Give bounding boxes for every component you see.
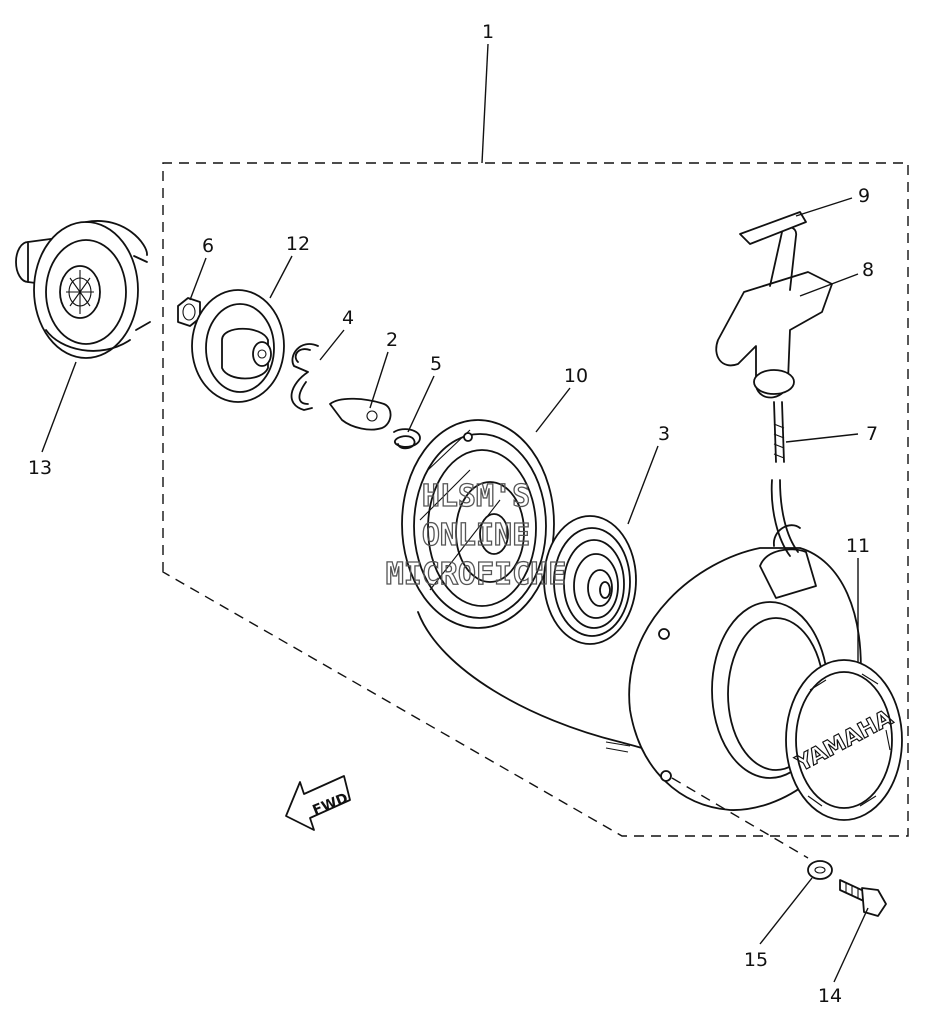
- callout-5: 5: [430, 353, 442, 375]
- callout-14: 14: [818, 985, 842, 1007]
- callout-4: 4: [342, 307, 354, 329]
- callout-7: 7: [866, 423, 878, 445]
- part-15-washer: [807, 860, 833, 880]
- callout-leaders: [41, 43, 869, 983]
- part-8-handle: [715, 226, 833, 399]
- callout-3: 3: [658, 423, 670, 445]
- part-5-pawl-spring: [393, 428, 421, 450]
- part-12-drive-plate: [191, 289, 285, 403]
- callout-10: 10: [564, 365, 588, 387]
- part-3-recoil-spring: [543, 515, 637, 645]
- assembly-boundary: [162, 162, 909, 837]
- part-14-bolt: [839, 879, 887, 917]
- callout-1: 1: [482, 21, 494, 43]
- watermark-line-3: MICROFICHE: [386, 557, 567, 592]
- part-2-pawl: [329, 397, 392, 431]
- fwd-direction-arrow: FWD: [285, 775, 351, 831]
- part-13-starter-pulley: [15, 220, 151, 359]
- callout-6: 6: [202, 235, 214, 257]
- watermark-line-1: HLSM'S: [422, 479, 530, 514]
- watermark-line-2: ONLINE: [422, 518, 530, 553]
- part-9-handle-cap: [739, 211, 807, 245]
- callout-13: 13: [28, 457, 52, 479]
- callout-12: 12: [286, 233, 310, 255]
- callout-15: 15: [744, 949, 768, 971]
- part-10-rope-pulley: [401, 419, 555, 629]
- part-4-clip: [290, 343, 319, 411]
- watermark: HLSM'S ONLINE MICROFICHE: [385, 478, 567, 592]
- callout-11: 11: [846, 535, 870, 557]
- callout-8: 8: [862, 259, 874, 281]
- callout-labels: 1 2 3 4 5 6 7 8 9 10 11 12 13 14 15: [28, 21, 878, 1007]
- part-7-starter-rope: [770, 401, 799, 557]
- callout-9: 9: [858, 185, 870, 207]
- callout-2: 2: [386, 329, 398, 351]
- part-11-emblem-cover: YAMAHA: [785, 659, 903, 821]
- bolt-alignment-line: [671, 777, 809, 859]
